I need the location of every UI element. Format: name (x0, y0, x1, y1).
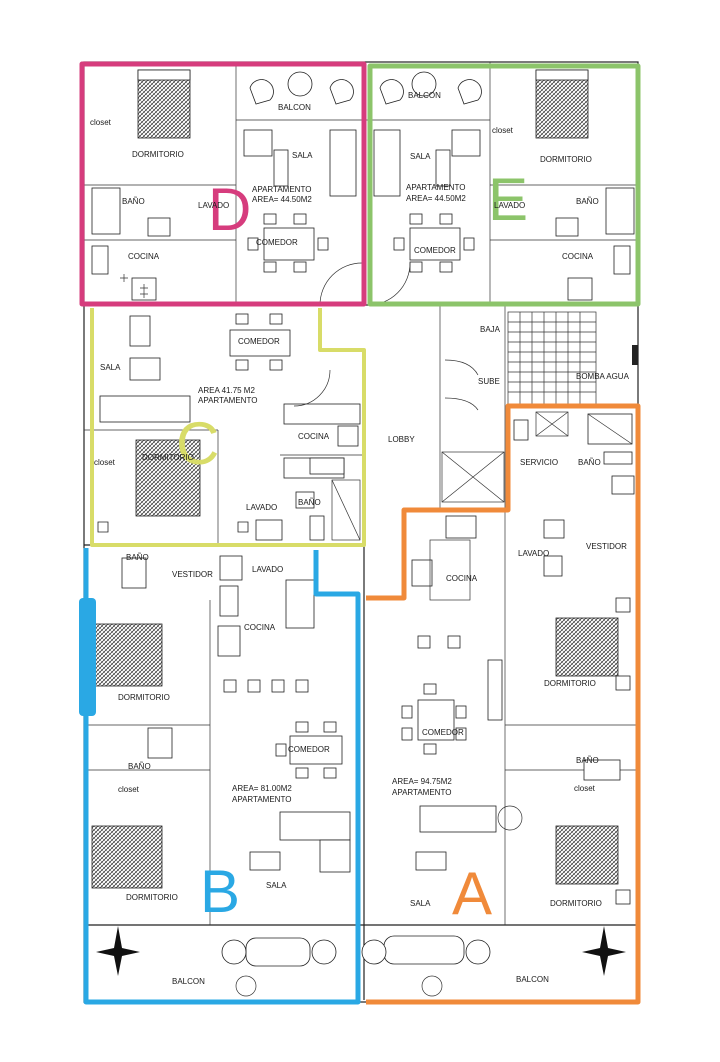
apartment-d-plan (84, 62, 364, 306)
stairs-core (441, 311, 638, 503)
letter-c: C (176, 410, 219, 477)
label-a-bano-mid: BAÑO (576, 756, 599, 765)
label-e-lavado: LAVADO (494, 201, 525, 210)
outline-c (90, 308, 366, 547)
label-d-area: AREA= 44.50M2 (252, 195, 312, 204)
letter-e: E (488, 166, 528, 233)
label-a-comedor: COMEDOR (422, 728, 464, 737)
label-e-bano: BAÑO (576, 197, 599, 206)
label-e-sala: SALA (410, 152, 431, 161)
apartment-e-plan (364, 62, 638, 306)
label-e-dormitorio: DORMITORIO (540, 155, 592, 164)
label-c-sala: SALA (100, 363, 121, 372)
label-a-apartamento: APARTAMENTO (392, 788, 451, 797)
outline-a (366, 403, 641, 1005)
room-labels: BALCON closet SALA DORMITORIO APARTAMENT… (90, 91, 630, 986)
label-baja: BAJA (480, 325, 501, 334)
label-a-bano-top: BAÑO (578, 458, 601, 467)
label-c-closet: closet (94, 458, 116, 467)
label-a-cocina: COCINA (446, 574, 478, 583)
label-d-cocina: COCINA (128, 252, 160, 261)
label-b-dormitorio-1: DORMITORIO (118, 693, 170, 702)
label-d-apartamento: APARTAMENTO (252, 185, 311, 194)
label-sube: SUBE (478, 377, 500, 386)
label-a-vestidor: VESTIDOR (586, 542, 627, 551)
label-b-balcon: BALCON (172, 977, 205, 986)
apartment-b-plan (84, 555, 351, 997)
label-d-balcon: BALCON (278, 103, 311, 112)
label-c-dormitorio: DORMITORIO (142, 453, 194, 462)
label-d-comedor: COMEDOR (256, 238, 298, 247)
label-b-sala: SALA (266, 881, 287, 890)
outline-b-thick (79, 598, 96, 716)
label-a-servicio: SERVICIO (520, 458, 558, 467)
apartment-c-plan (84, 313, 364, 545)
compass-rose-icon (96, 926, 140, 976)
compass-rose-icon (582, 926, 626, 976)
label-lobby: LOBBY (388, 435, 415, 444)
label-c-apartamento: APARTAMENTO (198, 396, 257, 405)
label-c-bano: BAÑO (298, 498, 321, 507)
label-a-area: AREA= 94.75M2 (392, 777, 452, 786)
label-e-comedor: COMEDOR (414, 246, 456, 255)
label-b-area: AREA= 81.00M2 (232, 784, 292, 793)
label-d-bano: BAÑO (122, 197, 145, 206)
label-d-sala: SALA (292, 151, 313, 160)
label-a-sala: SALA (410, 899, 431, 908)
label-c-area: AREA 41.75 M2 (198, 386, 255, 395)
outline-e (367, 63, 641, 307)
apartment-letters: D E C B A (176, 166, 528, 927)
label-c-cocina: COCINA (298, 432, 330, 441)
label-e-area: AREA= 44.50M2 (406, 194, 466, 203)
label-e-apartamento: APARTAMENTO (406, 183, 465, 192)
label-a-dormitorio-2: DORMITORIO (550, 899, 602, 908)
label-a-dormitorio-1: DORMITORIO (544, 679, 596, 688)
label-c-comedor: COMEDOR (238, 337, 280, 346)
label-b-cocina: COCINA (244, 623, 276, 632)
label-d-closet: closet (90, 118, 112, 127)
label-b-apartamento: APARTAMENTO (232, 795, 291, 804)
letter-d: D (208, 176, 251, 243)
label-c-lavado: LAVADO (246, 503, 277, 512)
label-b-closet: closet (118, 785, 140, 794)
label-b-vestidor: VESTIDOR (172, 570, 213, 579)
apartment-a-plan (361, 411, 638, 997)
label-b-bano-mid: BAÑO (128, 762, 151, 771)
label-b-dormitorio-2: DORMITORIO (126, 893, 178, 902)
label-a-balcon: BALCON (516, 975, 549, 984)
letter-b: B (200, 858, 240, 925)
label-b-comedor: COMEDOR (288, 745, 330, 754)
letter-a: A (452, 860, 492, 927)
label-e-closet: closet (492, 126, 514, 135)
label-a-lavado: LAVADO (518, 549, 549, 558)
label-a-closet: closet (574, 784, 596, 793)
outline-d (79, 61, 367, 307)
label-bomba-agua: BOMBA AGUA (576, 372, 630, 381)
label-b-bano-top: BAÑO (126, 553, 149, 562)
outline-b (83, 548, 361, 1005)
label-e-cocina: COCINA (562, 252, 594, 261)
label-b-lavado: LAVADO (252, 565, 283, 574)
apartment-outlines (79, 61, 641, 1005)
label-d-dormitorio: DORMITORIO (132, 150, 184, 159)
label-e-balcon: BALCON (408, 91, 441, 100)
label-d-lavado: LAVADO (198, 201, 229, 210)
